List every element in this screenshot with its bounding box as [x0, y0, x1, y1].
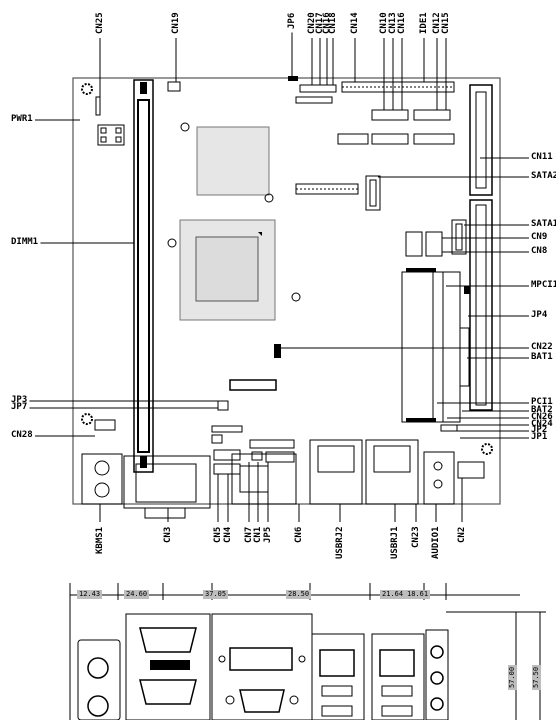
- right-label-sata1: SATA1: [531, 219, 556, 229]
- top-label-cn14: CN14: [350, 12, 360, 34]
- bottom-label-usbrj2: USBRJ2: [335, 526, 345, 559]
- pwr-connector: [97, 124, 125, 146]
- io-vertical-dimension-1: 57.50: [532, 664, 541, 690]
- top-label-cn18: CN18: [328, 12, 338, 34]
- mount-hole-bl: [81, 413, 93, 425]
- usb-rj-2: [309, 439, 363, 505]
- right-label-cn8: CN8: [531, 246, 548, 256]
- right-label-cn11: CN11: [531, 152, 553, 162]
- left-label-cn28: CN28: [11, 430, 33, 440]
- top-label-cn15: CN15: [441, 12, 451, 34]
- right-label-cn22: CN22: [531, 342, 553, 352]
- right-label-jp1: JP1: [531, 432, 548, 442]
- top-label-cn25: CN25: [95, 12, 105, 34]
- right-label-sata2: SATA2: [531, 171, 556, 181]
- bottom-label-jp5: JP5: [263, 526, 273, 543]
- dimm-slot: [133, 79, 154, 473]
- io-dimension-3: 28.50: [286, 590, 312, 599]
- audio-connector: [423, 451, 455, 505]
- top-label-cn19: CN19: [171, 12, 181, 34]
- dvi-connector: [231, 453, 297, 505]
- bottom-label-cn5: CN5: [213, 526, 223, 543]
- sata1-connector: [451, 219, 467, 255]
- io-vertical-dimension-0: 57.00: [508, 664, 517, 690]
- bottom-label-cn2: CN2: [457, 526, 467, 543]
- left-label-dimm1: DIMM1: [11, 237, 39, 247]
- io-dimension-4: 21.64: [380, 590, 406, 599]
- bottom-label-kbms1: KBMS1: [95, 526, 105, 554]
- mount-hole-br: [481, 443, 493, 455]
- right-label-cn26: CN26: [531, 412, 553, 422]
- top-label-jp6: JP6: [287, 12, 297, 29]
- bottom-label-audio1: AUDIO1: [431, 526, 441, 559]
- right-label-bat1: BAT1: [531, 352, 553, 362]
- usb-rj-1: [365, 439, 419, 505]
- bottom-label-cn23: CN23: [411, 526, 421, 548]
- mount-hole-tl: [81, 83, 93, 95]
- top-label-ide1: IDE1: [419, 12, 429, 34]
- io-dimension-5: 18.61: [405, 590, 431, 599]
- bottom-label-usbrj1: USBRJ1: [390, 526, 400, 559]
- right-label-mpci1: MPCI1: [531, 280, 556, 290]
- bottom-label-cn1: CN1: [253, 526, 263, 543]
- bottom-label-cn3: CN3: [163, 526, 173, 543]
- io-dimension-1: 24.60: [124, 590, 150, 599]
- right-label-cn24: CN24: [531, 419, 553, 429]
- left-label-pwr1: PWR1: [11, 114, 33, 124]
- bottom-label-cn4: CN4: [223, 526, 233, 543]
- left-label-jp7: JP7: [11, 402, 28, 412]
- right-label-bat2: BAT2: [531, 405, 553, 415]
- right-label-jp4: JP4: [531, 310, 548, 320]
- northbridge-chip: [196, 126, 270, 196]
- pci-slot: [469, 84, 493, 196]
- cpu-chip-core: [195, 236, 259, 302]
- right-label-cn9: CN9: [531, 232, 548, 242]
- top-label-cn16: CN16: [397, 12, 407, 34]
- left-label-jp3: JP3: [11, 395, 28, 405]
- ps2-panel: [77, 639, 121, 720]
- bottom-label-cn6: CN6: [294, 526, 304, 543]
- io-dimension-0: 12.43: [77, 590, 103, 599]
- right-label-jp2: JP2: [531, 425, 548, 435]
- kbms-connector: [81, 453, 123, 505]
- io-dimension-2: 37.05: [203, 590, 229, 599]
- sata2-connector: [365, 175, 381, 211]
- mpci-slot: [401, 271, 461, 423]
- right-label-pci1: PCI1: [531, 397, 553, 407]
